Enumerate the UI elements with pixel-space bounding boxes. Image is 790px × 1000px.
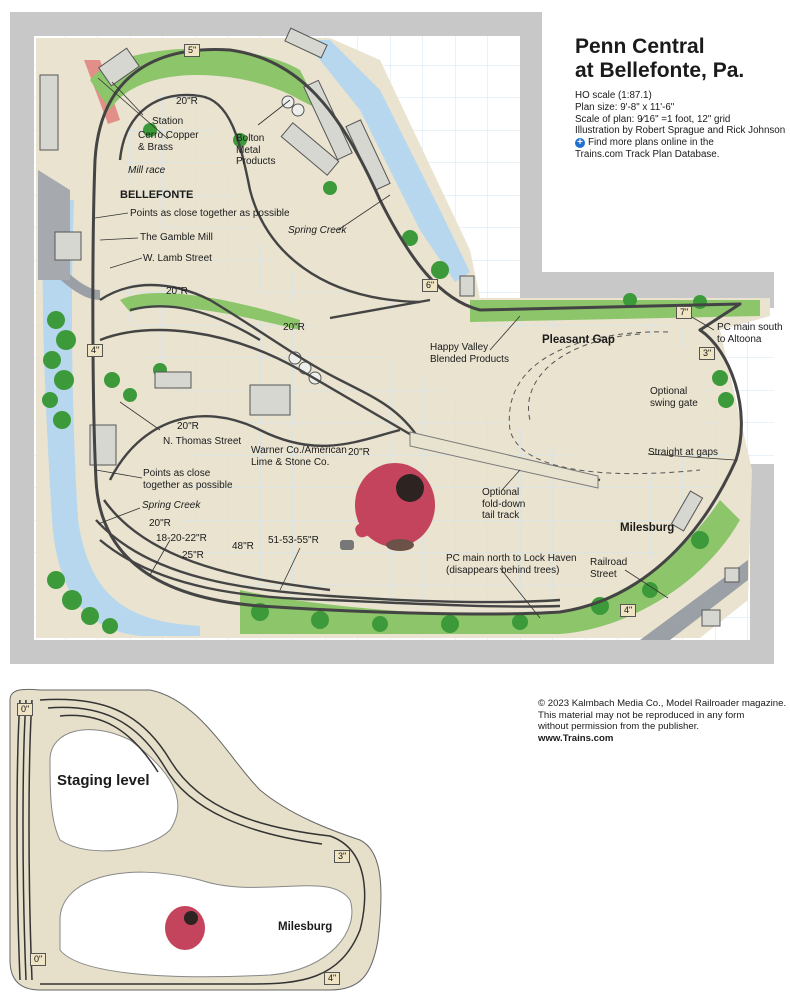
fold-down-tail-track [409, 431, 599, 489]
plus-icon: + [575, 138, 585, 148]
label-lamb-street: W. Lamb Street [143, 253, 212, 264]
label-railroad-line-1: Railroad [590, 557, 628, 568]
staging-elevation-4: 4" [324, 972, 341, 985]
grass-mid [120, 292, 300, 330]
label-points-top: Points as close together as possible [130, 208, 290, 219]
label-pc-north: PC main north to Lock Haven (disappears … [446, 553, 577, 576]
aisle-upper [118, 282, 600, 488]
label-pc-south-line-1: PC main south [717, 322, 783, 333]
staging-level-drawing [9, 688, 382, 991]
title-line-1: Penn Central [575, 35, 705, 58]
town-pleasant-gap: Pleasant Gap [542, 334, 615, 346]
copyright-line-1: © 2023 Kalmbach Media Co., Model Railroa… [538, 698, 787, 709]
radius-low-1: 20"R [149, 518, 171, 529]
label-railroad-line-2: Street [590, 568, 617, 580]
spring-creek-upper [300, 40, 470, 282]
town-bellefonte: BELLEFONTE [120, 189, 194, 201]
elevation-4-right: 4" [620, 604, 637, 617]
radius-mid-2: 20"R [283, 322, 305, 333]
elevation-7: 7" [676, 306, 693, 319]
label-happy-line-1: Happy Valley [430, 342, 489, 353]
label-thomas-street: N. Thomas Street [163, 436, 242, 447]
label-spring-creek-top: Spring Creek [288, 225, 347, 236]
label-gamble-mill: The Gamble Mill [140, 232, 213, 243]
staging-level-title: Staging level [57, 772, 150, 789]
label-pc-north-line-1: PC main north to Lock Haven [446, 553, 577, 564]
label-station: Station [152, 116, 184, 127]
find-more-link[interactable]: +Find more plans online in the Trains.co… [575, 137, 719, 161]
scale-text: HO scale (1:87.1) [575, 90, 652, 101]
label-fold-line-2: fold-down [482, 498, 526, 510]
plan-size-text: Plan size: 9'-8" x 11'-6" [575, 101, 675, 113]
radius-warner: 20"R [348, 447, 370, 458]
swing-gate-arc [508, 331, 701, 475]
radius-thomas: 20"R [177, 421, 199, 432]
plan-scale-text: Scale of plan: 9⁄16" =1 foot, 12" grid [575, 113, 731, 125]
label-spring-creek-low: Spring Creek [142, 500, 201, 511]
label-swing-line-2: swing gate [650, 397, 698, 409]
tree-groups [42, 123, 734, 634]
operator-figure-main [340, 463, 435, 551]
copyright-block: © 2023 Kalmbach Media Co., Model Railroa… [538, 698, 786, 744]
label-pc-north-line-2: (disappears behind trees) [446, 564, 560, 576]
radius-low-2: 18-20-22"R [156, 533, 207, 544]
plan-specs: HO scale (1:87.1) Plan size: 9'-8" x 11'… [575, 90, 785, 137]
label-happy-valley: Happy Valley Blended Products [430, 342, 509, 365]
label-bolton-line-2: Metal [236, 144, 261, 156]
label-mill-race: Mill race [128, 165, 166, 176]
label-pc-south: PC main south to Altoona [717, 322, 783, 345]
label-points-low: Points as close together as possible [143, 468, 233, 491]
label-happy-line-2: Blended Products [430, 353, 509, 365]
staging-milesburg: Milesburg [278, 921, 333, 933]
label-cerro-copper: Cerro Copper & Brass [138, 130, 199, 153]
radius-low-5: 51-53-55"R [268, 535, 319, 546]
label-bolton: Bolton Metal Products [236, 133, 275, 168]
staging-elevation-3: 3" [334, 850, 351, 863]
label-points-low-line-2: together as possible [143, 479, 233, 491]
radius-top: 20"R [176, 96, 198, 107]
label-cerro-line-1: Cerro Copper [138, 130, 199, 141]
credit-text: Illustration by Robert Sprague and Rick … [575, 125, 786, 137]
page-title: Penn Central at Bellefonte, Pa. [575, 35, 744, 83]
radius-low-4: 48"R [232, 541, 254, 552]
leader-lines [94, 77, 736, 619]
label-pc-south-line-2: to Altoona [717, 333, 762, 345]
copyright-line-2: This material may not be reproduced in a… [538, 709, 745, 721]
aisle-main [180, 310, 730, 609]
label-warner-line-2: Lime & Stone Co. [251, 456, 330, 468]
label-fold-line-3: tail track [482, 510, 520, 521]
radius-low-3: 25"R [182, 550, 204, 561]
elevation-3: 3" [699, 347, 716, 360]
label-fold-down: Optional fold-down tail track [482, 487, 525, 522]
find-line-2: Trains.com Track Plan Database. [575, 148, 720, 160]
aisle-loop [120, 92, 420, 311]
label-fold-line-1: Optional [482, 487, 520, 498]
elevation-6: 6" [422, 279, 439, 292]
staging-elevation-0-bottom: 0" [30, 953, 47, 966]
title-line-2: at Bellefonte, Pa. [575, 59, 745, 82]
track-inner-loop [95, 93, 601, 608]
find-line-1: Find more plans online in the [588, 137, 714, 148]
label-cerro-line-2: & Brass [138, 141, 174, 153]
radius-mid-1: 20"R [166, 286, 188, 297]
elevation-4-left: 4" [87, 344, 104, 357]
town-milesburg: Milesburg [620, 522, 675, 534]
copyright-url[interactable]: www.Trains.com [538, 732, 614, 744]
label-bolton-line-1: Bolton [236, 133, 265, 144]
label-warner: Warner Co./American Lime & Stone Co. [251, 445, 347, 468]
label-warner-line-1: Warner Co./American [251, 445, 347, 456]
grass-bottom [240, 500, 740, 634]
label-bolton-line-3: Products [236, 156, 276, 167]
copyright-line-3: without permission from the publisher. [538, 721, 700, 732]
label-swing-gate: Optional swing gate [650, 386, 698, 409]
elevation-5: 5" [184, 44, 201, 57]
label-railroad-street: Railroad Street [590, 557, 627, 580]
staging-elevation-0-top: 0" [17, 703, 34, 716]
label-points-low-line-1: Points as close [143, 468, 211, 479]
label-swing-line-1: Optional [650, 386, 688, 397]
label-straight-gaps: Straight at gaps [648, 447, 719, 458]
road-railroad-street [640, 560, 748, 640]
